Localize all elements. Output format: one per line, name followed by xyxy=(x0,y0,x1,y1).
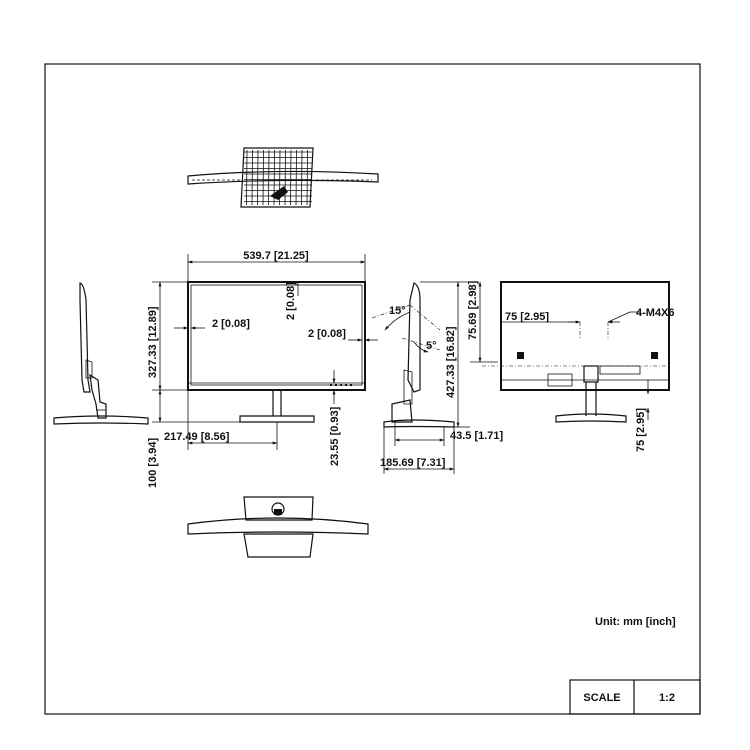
front-view: 539.7 [21.25] 2 [0.08] 2 [0.08] 2 [0.08]… xyxy=(147,250,378,488)
dim-stand-height: 100 [3.94] xyxy=(147,438,159,488)
side-profile-view: 15° 5° 427.33 [16.82] 75.69 [2.98] 43.5 … xyxy=(371,280,504,474)
scale-value: 1:2 xyxy=(659,692,675,704)
front-button xyxy=(345,384,347,386)
monitor-outline xyxy=(187,281,366,391)
dim-stand-offset: 217.49 [8.56] xyxy=(164,431,230,443)
dim-side-top: 75.69 [2.98] xyxy=(467,280,479,340)
vesa-screw-note: 4-M4X6 xyxy=(636,307,675,319)
front-button xyxy=(330,384,332,386)
scale-label: SCALE xyxy=(583,692,620,704)
rear-outline xyxy=(500,281,670,391)
dim-bezel-side-2: 2 [0.08] xyxy=(308,328,346,340)
dim-screen-height: 327.33 [12.89] xyxy=(147,306,159,378)
rear-view: 75 [2.95] 4-M4X6 75 [2.95] xyxy=(482,281,675,452)
dim-total-width: 539.7 [21.25] xyxy=(243,250,309,262)
front-button xyxy=(335,384,337,386)
screen-area xyxy=(190,284,363,386)
dim-vesa-vertical: 75 [2.95] xyxy=(635,408,647,452)
dim-bezel-top: 2 [0.08] xyxy=(285,282,297,320)
drawing-frame xyxy=(44,63,701,715)
unit-note: Unit: mm [inch] xyxy=(595,616,676,628)
left-side-view xyxy=(53,282,149,425)
dim-bottom-bezel: 23.55 [0.93] xyxy=(329,406,341,466)
rear-foot-right xyxy=(651,352,658,359)
bottom-view xyxy=(187,496,369,558)
dim-bezel-side: 2 [0.08] xyxy=(212,318,250,330)
dim-tilt-forward: 5° xyxy=(426,340,437,352)
front-buttons xyxy=(330,384,352,386)
dim-side-base: 43.5 [1.71] xyxy=(450,430,504,442)
dim-vesa-horizontal: 75 [2.95] xyxy=(505,311,549,323)
front-button xyxy=(350,384,352,386)
rear-foot-left xyxy=(517,352,524,359)
dim-overall-height: 427.33 [16.82] xyxy=(445,326,457,398)
top-view xyxy=(187,147,379,208)
dim-tilt-back: 15° xyxy=(389,305,406,317)
front-button xyxy=(340,384,342,386)
title-block: SCALE 1:2 xyxy=(569,679,701,715)
dim-side-depth: 185.69 [7.31] xyxy=(380,457,446,469)
